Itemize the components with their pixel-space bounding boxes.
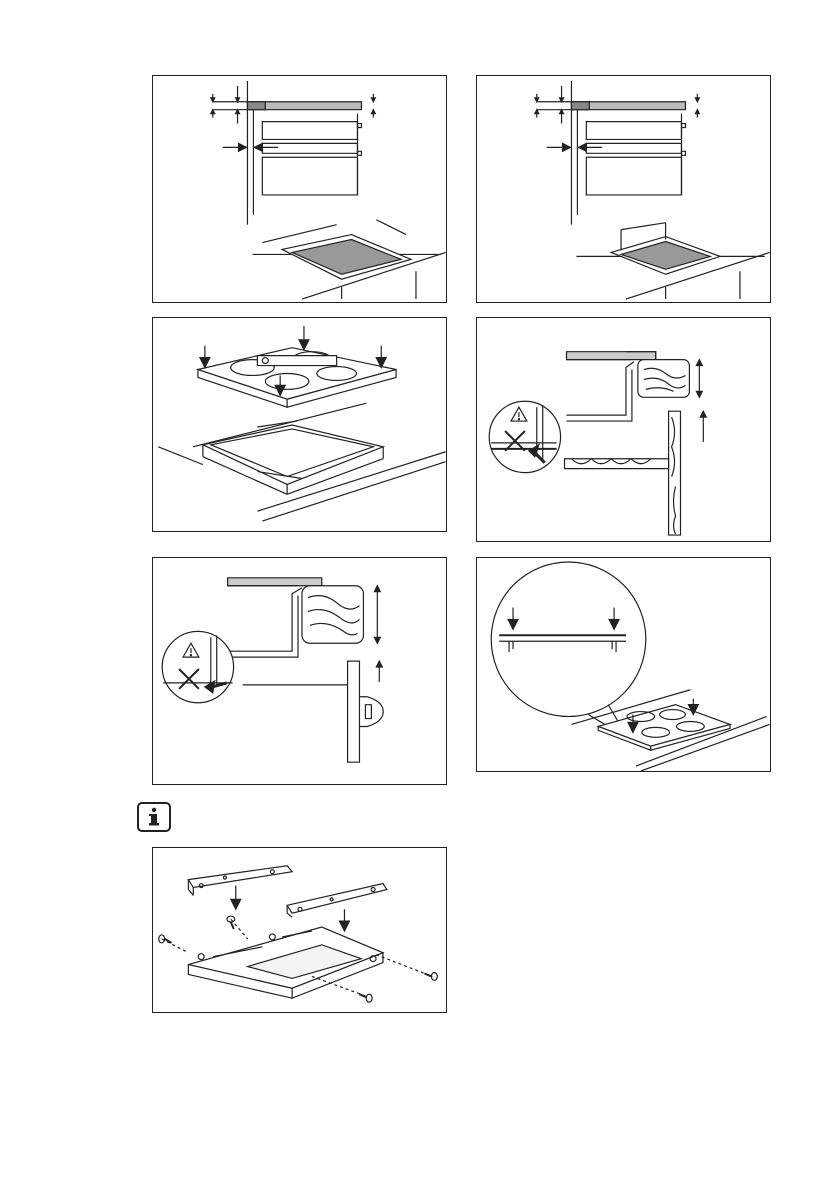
figure-warning-gap-oven [152, 557, 447, 785]
screw-icon [424, 972, 437, 980]
screw-icon [359, 994, 372, 1002]
screw-icon [159, 935, 172, 943]
bracket-mounting-diagram [153, 848, 446, 1012]
hob-installation-diagram [153, 318, 446, 531]
figure-mounting-brackets [152, 847, 447, 1013]
magnifier-callout-diagram [477, 558, 770, 771]
cutout-dimensions-diagram [477, 76, 770, 302]
gap-warning-oven-diagram [153, 558, 446, 784]
figure-seal-and-press-hob [152, 317, 447, 532]
info-glyph [139, 804, 169, 830]
figure-warning-gap-cabinet [476, 317, 771, 542]
screw-icon [227, 916, 235, 929]
figure-cutout-dimensions-a [152, 75, 447, 303]
info-icon [137, 802, 171, 832]
gap-warning-diagram [477, 318, 770, 541]
figure-press-hob-detail [476, 557, 771, 772]
cutout-dimensions-diagram [153, 76, 446, 302]
figure-cutout-dimensions-b [476, 75, 771, 303]
